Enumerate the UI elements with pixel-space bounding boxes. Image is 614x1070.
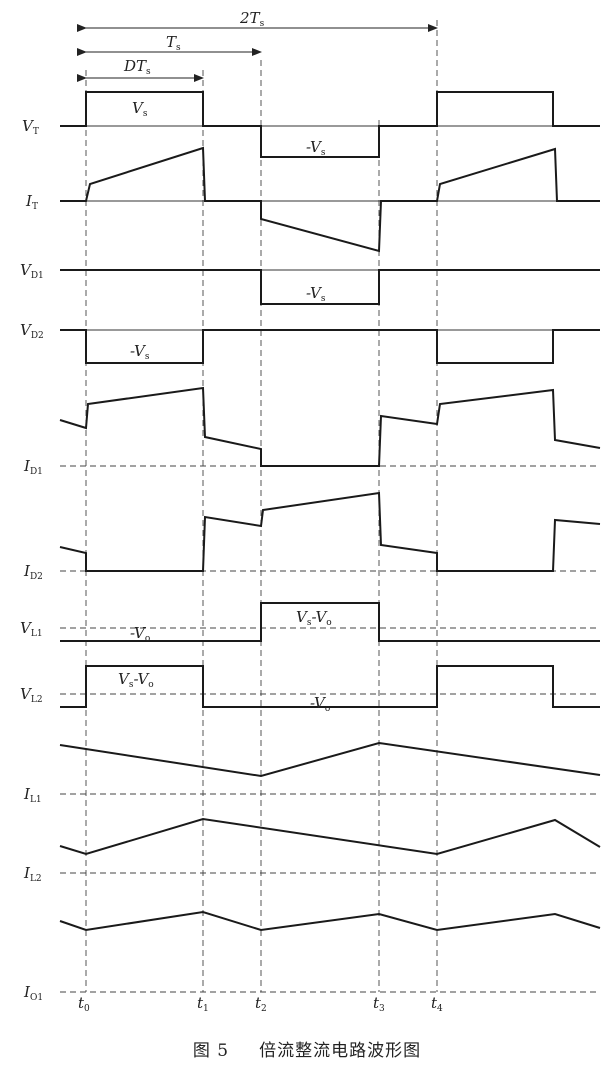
dim-label-ts: Ts	[166, 33, 181, 53]
trace-label-vd2: VD2	[20, 321, 44, 341]
trace-label-id1: ID1	[23, 457, 43, 477]
trace-label-io1: IO1	[23, 983, 43, 1003]
trace-label-vl1: VL1	[20, 619, 43, 639]
wave-id1	[59, 386, 601, 467]
trace-label-id2: ID2	[23, 562, 43, 582]
level-annotations: Vs -Vs -Vs -Vs Vs-Vo -Vo Vs-Vo -Vo	[118, 99, 332, 714]
time-labels: t0 t1 t2 t3 t4	[78, 994, 443, 1014]
wave-il1	[59, 741, 601, 778]
time-label-t0: t0	[78, 994, 90, 1014]
trace-label-vd1: VD1	[20, 261, 44, 281]
annot-vt-neg: -Vs	[306, 138, 326, 158]
trace-labels: VT IT VD1 VD2 ID1 ID2 VL1 VL2 IL1 IL2 IO…	[20, 117, 44, 1003]
wave-id2	[59, 491, 601, 572]
baselines	[60, 125, 600, 993]
waveforms	[59, 91, 601, 932]
annot-vl2-pos: Vs-Vo	[118, 670, 154, 690]
annot-vl1-neg: -Vo	[130, 624, 150, 644]
wave-vl1	[60, 602, 600, 642]
wave-vt	[60, 91, 600, 158]
wave-il2	[59, 817, 601, 856]
annot-vd1-neg: -Vs	[306, 284, 326, 304]
time-label-t3: t3	[373, 994, 385, 1014]
dim-label-dts: DTs	[123, 57, 151, 77]
annot-vl1-pos: Vs-Vo	[296, 608, 332, 628]
wave-it	[60, 146, 600, 253]
annot-vd2-neg: -Vs	[130, 342, 150, 362]
period-dimensions: 2Ts Ts DTs	[77, 9, 438, 82]
trace-label-il2: IL2	[23, 864, 42, 884]
time-label-t1: t1	[197, 994, 209, 1014]
annot-vl2-neg: -Vo	[310, 694, 330, 714]
figure-caption: 图 5 倍流整流电路波形图	[0, 1036, 614, 1061]
time-label-t2: t2	[255, 994, 267, 1014]
trace-label-vl2: VL2	[20, 685, 43, 705]
trace-label-il1: IL1	[23, 785, 42, 805]
trace-label-vt: VT	[22, 117, 39, 137]
figure-caption-text: 倍流整流电路波形图	[259, 1041, 422, 1061]
time-label-t4: t4	[431, 994, 443, 1014]
dim-label-2ts: 2Ts	[239, 9, 265, 29]
figure-number: 图 5	[192, 1041, 230, 1061]
wave-vd2	[60, 329, 600, 364]
wave-vd1	[60, 269, 600, 305]
wave-vl2	[60, 665, 600, 708]
wave-io1	[59, 910, 601, 932]
trace-label-it: IT	[25, 192, 38, 212]
annot-vt-pos: Vs	[132, 99, 148, 119]
